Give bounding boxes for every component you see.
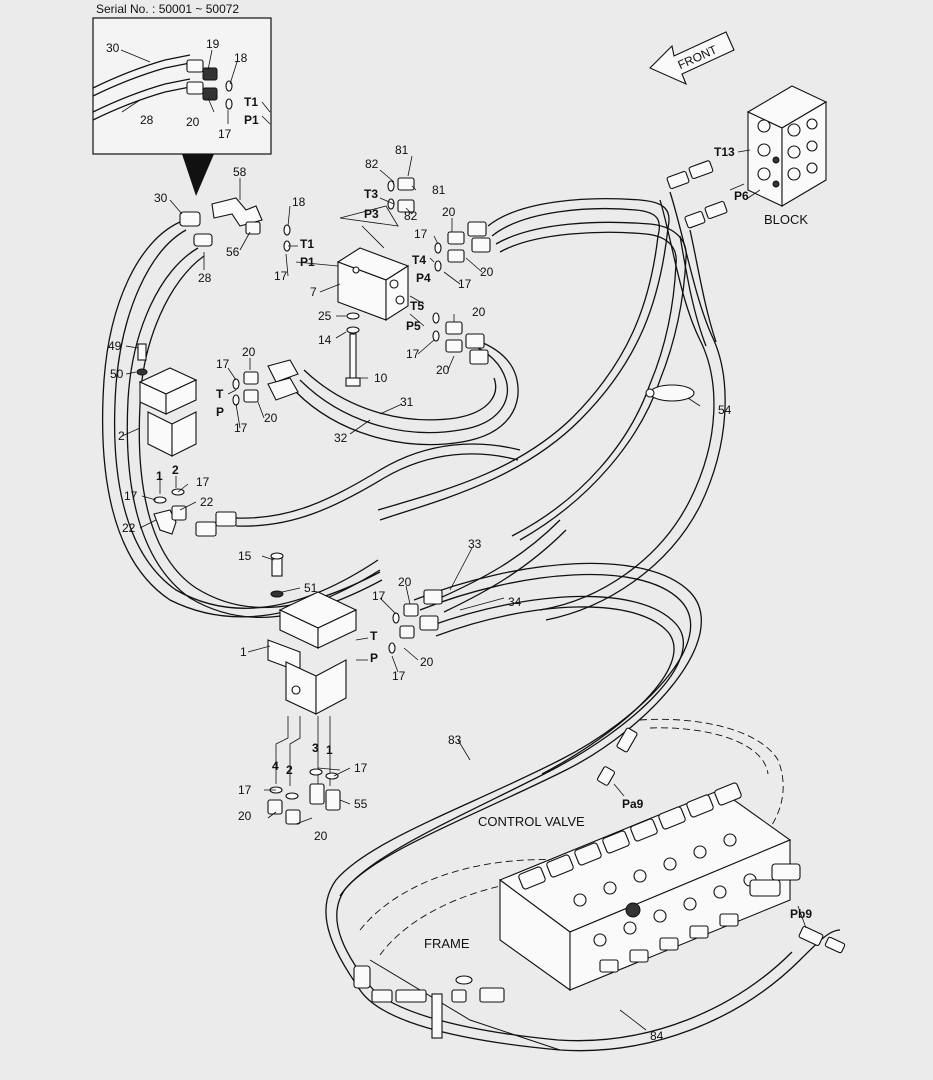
callout: 3 (312, 741, 319, 755)
callout: 4 (272, 759, 279, 773)
callout: 20 (314, 829, 328, 843)
control-valve-caption: CONTROL VALVE (478, 814, 585, 829)
callout: T13 (714, 145, 735, 159)
serial-number: Serial No. : 50001 ~ 50072 (96, 2, 240, 16)
callout: 30 (154, 191, 168, 205)
lower-pilot-valve (267, 552, 443, 825)
callout: 81 (395, 143, 409, 157)
callout: 18 (234, 51, 248, 65)
callout: 50 (110, 367, 124, 381)
callout-labels: 30 19 18 T1 P1 28 20 17 81 82 T3 81 P3 8… (106, 37, 812, 1043)
callout: 34 (508, 595, 522, 609)
callout: 84 (650, 1029, 664, 1043)
callout: P3 (364, 207, 379, 221)
callout: 82 (365, 157, 379, 171)
callout: T1 (244, 95, 258, 109)
callout: 20 (420, 655, 434, 669)
callout: 30 (106, 41, 120, 55)
callout: 17 (124, 489, 138, 503)
callout: T4 (412, 253, 426, 267)
callout: 33 (468, 537, 482, 551)
callout: 49 (108, 339, 122, 353)
callout: P1 (244, 113, 259, 127)
block-caption: BLOCK (764, 212, 808, 227)
callout: 17 (406, 347, 420, 361)
callout: 17 (196, 475, 210, 489)
leader-lines (120, 49, 807, 1031)
callout: 56 (226, 245, 240, 259)
callout: 22 (200, 495, 214, 509)
callout: T (370, 629, 378, 643)
valve-spools (518, 782, 801, 973)
callout: 31 (400, 395, 414, 409)
callout: 17 (372, 589, 386, 603)
block-fittings (666, 160, 728, 229)
callout: T (216, 387, 224, 401)
callout: 54 (718, 403, 732, 417)
block-manifold (746, 85, 828, 207)
callout: 18 (292, 195, 306, 209)
frame-caption: FRAME (424, 936, 470, 951)
callout: T1 (300, 237, 314, 251)
callout: 20 (238, 809, 252, 823)
callout: 58 (233, 165, 247, 179)
manifold-block-7 (336, 247, 410, 387)
callout: 32 (334, 431, 348, 445)
callout: P5 (406, 319, 421, 333)
callout: 51 (304, 581, 318, 595)
callout: 81 (432, 183, 446, 197)
callout: 2 (286, 763, 293, 777)
callout: P1 (300, 255, 315, 269)
callout: 17 (238, 783, 252, 797)
callout: 14 (318, 333, 332, 347)
callout: 17 (274, 269, 288, 283)
callout: 28 (140, 113, 154, 127)
callout: P6 (734, 189, 749, 203)
callout: 17 (392, 669, 406, 683)
hose-clamp (645, 384, 695, 402)
callout: 20 (480, 265, 494, 279)
callout: T3 (364, 187, 378, 201)
callout: 1 (240, 645, 247, 659)
callout: 17 (218, 127, 232, 141)
callout: 82 (404, 209, 418, 223)
callout: 55 (354, 797, 368, 811)
callout: 20 (242, 345, 256, 359)
control-valve-assembly (353, 718, 846, 1051)
callout: 7 (310, 285, 317, 299)
callout: T5 (410, 299, 424, 313)
callout: P4 (416, 271, 431, 285)
callout: 25 (318, 309, 332, 323)
callout: Pa9 (622, 797, 644, 811)
callout: 17 (234, 421, 248, 435)
callout: Pb9 (790, 907, 812, 921)
hose-bundles (102, 191, 841, 1052)
callout: 22 (122, 521, 136, 535)
callout: P (370, 651, 378, 665)
front-direction-arrow: FRONT (649, 31, 735, 86)
callout: 1 (326, 743, 333, 757)
callout: 19 (206, 37, 220, 51)
callout: 20 (442, 205, 456, 219)
upper-pilot-valve (136, 343, 299, 537)
callout: 15 (238, 549, 252, 563)
callout: 20 (186, 115, 200, 129)
callout: 1 (156, 469, 163, 483)
callout: 20 (398, 575, 412, 589)
callout: 83 (448, 733, 462, 747)
callout: 20 (472, 305, 486, 319)
callout: 2 (118, 429, 125, 443)
callout: 28 (198, 271, 212, 285)
callout: P (216, 405, 224, 419)
callout: 2 (172, 463, 179, 477)
callout: 20 (436, 363, 450, 377)
callout: 17 (458, 277, 472, 291)
callout: 17 (414, 227, 428, 241)
callout: 10 (374, 371, 388, 385)
callout: 17 (216, 357, 230, 371)
callout: 20 (264, 411, 278, 425)
callout: 17 (354, 761, 368, 775)
